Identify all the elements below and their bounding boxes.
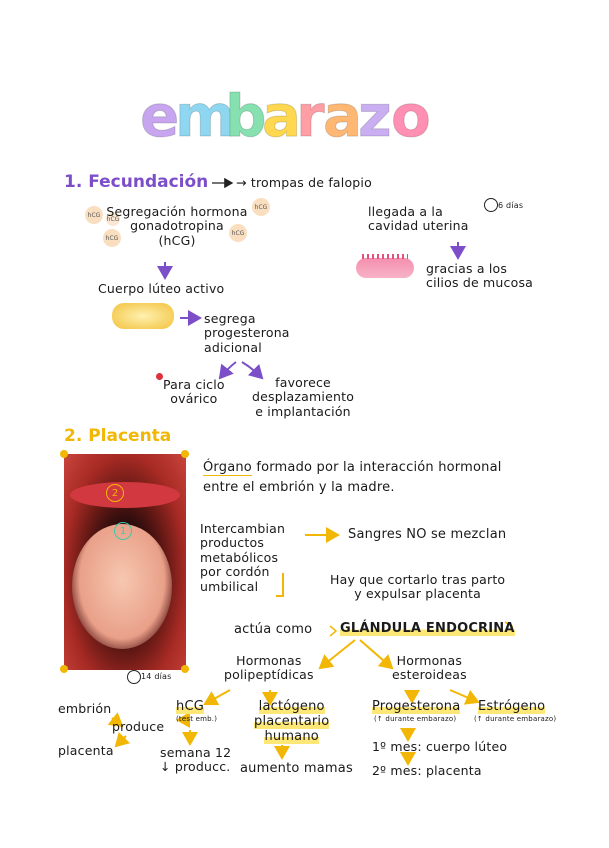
title-letter: b [225,82,268,151]
title-letter: e [139,82,180,151]
month-2-text: 2º mes: placenta [372,763,482,778]
corner-dot [60,450,68,458]
six-days-label: 6 días [498,201,524,210]
title-letter: m [174,82,236,151]
corpus-luteum-text: Cuerpo lúteo activo [98,281,225,296]
corpus-luteum-illustration [112,303,174,329]
clock-icon [127,670,141,684]
title-letter: o [391,82,432,151]
title-letter: r [296,82,326,151]
hcg-badge: hCG [252,198,270,216]
cut-cord-text: Hay que cortarlo tras parto y expulsar p… [330,572,506,602]
progesterone-label: Progesterona [372,699,461,714]
fallopian-tubes-text: → trompas de falopio [236,175,372,190]
corner-dot [181,665,189,673]
corner-dot [181,450,189,458]
hormone-secretion-text: Segregación hormona gonadotropina (hCG) [106,204,248,248]
cilia-mucosa-illustration [356,254,414,278]
progesterone-note: (↑ durante embarazo) [374,715,457,723]
marker-1: 1 [114,522,132,540]
placental-lactogen-text: lactógeno placentario humano [254,699,330,744]
placenta-illustration: 2 1 [64,454,186,670]
week-12-text: semana 12 ↓ producc. [160,745,232,775]
estrogen-note: (↑ durante embarazo) [474,715,557,723]
progesterone-text: segrega progesterona adicional [204,311,290,355]
cilia-text: gracias a los cilios de mucosa [426,261,534,291]
title-letter: a [322,82,363,151]
title-letter: a [261,82,302,151]
month-1-text: 1º mes: cuerpo lúteo [372,739,508,754]
fourteen-days-label: 14 días [141,672,172,681]
estrogen-label: Estrógeno [478,699,546,714]
clock-icon [484,198,498,212]
placenta-text: placenta [58,743,114,758]
polypeptide-hormones-text: Hormonas polipeptídicas [224,653,314,683]
produce-text: produce [112,719,165,734]
embryo-text: embrión [58,701,112,716]
marker-2: 2 [106,484,124,502]
breast-growth-text: aumento mamas [240,761,353,776]
steroid-hormones-text: Hormonas esteroideas [392,653,467,683]
hcg-badge: hCG [85,206,103,224]
section-2-heading: 2. Placenta [64,426,172,446]
acts-as-text: actúa como [234,622,313,637]
hcg-note: (test emb.) [176,715,218,723]
title-letter: z [358,82,393,151]
hcg-label: hCG [176,699,204,714]
exchange-text: Intercambian productos metabólicos por c… [200,521,286,594]
hcg-badge: hCG [103,229,121,247]
corner-dot [60,665,68,673]
hcg-badge: hCG [106,212,120,226]
uterine-arrival-text: llegada a la cavidad uterina [368,204,469,234]
organ-definition-text-line2: entre el embrión y la madre. [203,480,395,495]
section-1-heading: 1. Fecundación [64,172,209,192]
organ-definition-text: Órgano formado por la interacción hormon… [203,460,502,476]
endocrine-gland-text: GLÁNDULA ENDOCRINA [340,621,515,636]
hcg-badge: hCG [229,224,247,242]
favors-implantation-text: favorece desplazamiento e implantación [252,375,355,419]
ovarian-cycle-text: Para ciclo ovárico [163,377,225,407]
red-dot [156,373,163,380]
blood-not-mixed-text: Sangres NO se mezclan [348,527,507,542]
